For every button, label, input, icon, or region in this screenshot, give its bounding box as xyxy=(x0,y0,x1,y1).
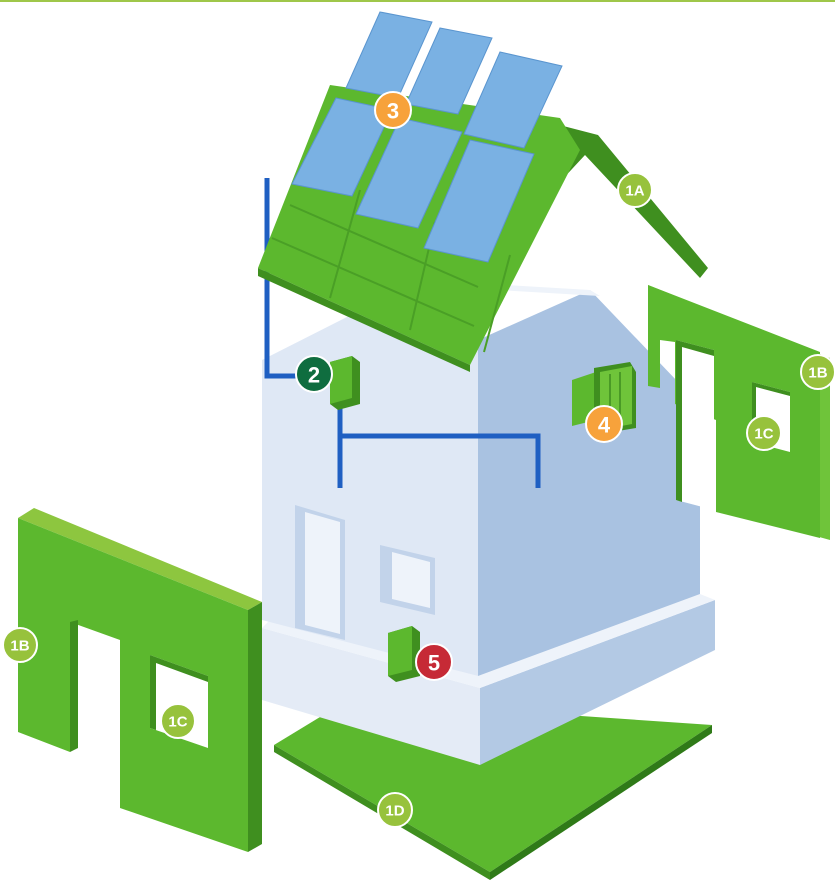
svg-text:1B: 1B xyxy=(10,638,29,655)
badge-1a: 1A xyxy=(618,173,652,207)
svg-text:2: 2 xyxy=(308,363,320,388)
svg-text:3: 3 xyxy=(387,99,399,124)
svg-text:5: 5 xyxy=(428,651,440,676)
unit-5-box xyxy=(388,626,420,682)
wall-panel-left xyxy=(18,508,262,852)
badge-2: 2 xyxy=(296,356,332,392)
house-body xyxy=(262,280,715,765)
svg-text:1C: 1C xyxy=(754,426,773,443)
svg-text:1C: 1C xyxy=(168,714,187,731)
badge-1d: 1D xyxy=(378,793,412,827)
svg-text:1B: 1B xyxy=(808,365,827,382)
badge-1c-left: 1C xyxy=(161,704,195,738)
badge-4: 4 xyxy=(586,406,622,442)
svg-text:1A: 1A xyxy=(625,183,644,200)
badge-1b-right: 1B xyxy=(801,355,835,389)
badge-1c-right: 1C xyxy=(747,416,781,450)
badge-1b-left: 1B xyxy=(3,628,37,662)
unit-2-box xyxy=(330,356,360,410)
badge-3: 3 xyxy=(375,92,411,128)
badge-5: 5 xyxy=(416,644,452,680)
svg-text:1D: 1D xyxy=(385,803,404,820)
svg-text:4: 4 xyxy=(598,413,611,438)
